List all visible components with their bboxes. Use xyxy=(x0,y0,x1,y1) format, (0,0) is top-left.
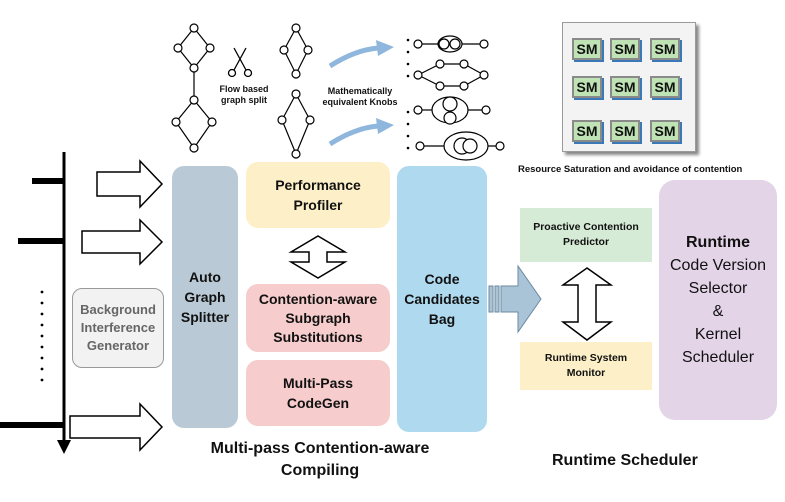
knob-curved-arrow xyxy=(328,45,379,69)
runtime-line: Kernel xyxy=(694,326,742,343)
profiler-line: Performance xyxy=(275,177,361,193)
sm-chip: SM xyxy=(572,76,602,98)
profiler-contention-double-arrow xyxy=(288,235,348,279)
code-to-runtime-arrow xyxy=(488,264,542,334)
runtime-scheduler-caption: Runtime Scheduler xyxy=(552,452,698,469)
sm-chip: SM xyxy=(650,76,680,98)
runtime-code-version-selector: Runtime Code Version Selector & Kernel S… xyxy=(659,180,777,420)
contention-line: Substitutions xyxy=(273,328,363,345)
flow-split-line: Flow based xyxy=(219,84,269,94)
variant-graph-icon xyxy=(413,96,491,125)
input-arrow xyxy=(69,402,164,452)
flow-split-annotation: Flow based graph split xyxy=(208,84,280,106)
predictor-line: Proactive Contention xyxy=(533,221,639,233)
runtime-line: Scheduler xyxy=(681,349,755,366)
multipass-line: CodeGen xyxy=(286,395,350,411)
performance-profiler: Performance Profiler xyxy=(246,162,390,228)
variant-graph-icon xyxy=(413,35,489,53)
knob-curved-arrow-head xyxy=(376,40,394,56)
contention-line: Subgraph xyxy=(285,309,351,326)
background-interference-generator: Background Interference Generator xyxy=(72,288,164,368)
auto-line: Graph xyxy=(184,289,226,305)
flow-split-line: graph split xyxy=(220,95,267,105)
proactive-contention-predictor: Proactive Contention Predictor xyxy=(520,208,652,262)
variant-graph-icon xyxy=(413,59,489,91)
contention-line: Contention-aware xyxy=(258,290,378,307)
compiling-caption: Multi-pass Contention-aware Compiling xyxy=(170,438,470,482)
profiler-line: Profiler xyxy=(293,197,343,213)
bg-line: Generator xyxy=(86,338,150,353)
compiling-line: Multi-pass Contention-aware xyxy=(210,440,430,457)
sm-chip: SM xyxy=(610,38,640,60)
input-arrow xyxy=(96,159,164,209)
code-line: Candidates xyxy=(404,291,480,307)
sm-chip: SM xyxy=(572,120,602,142)
variant-graph-icon xyxy=(415,131,505,161)
auto-line: Auto xyxy=(189,269,221,285)
sm-chip: SM xyxy=(650,38,680,60)
multipass-line: Multi-Pass xyxy=(282,375,353,391)
compiling-line: Compiling xyxy=(280,462,360,479)
knobs-annotation: Mathematically equivalent Knobs xyxy=(312,86,408,108)
knob-curved-arrow xyxy=(328,123,379,147)
split-graph-icon xyxy=(279,23,313,79)
sm-chip: SM xyxy=(610,76,640,98)
scissors-icon xyxy=(227,47,253,78)
runtime-title: Runtime xyxy=(686,234,750,251)
resource-annotation: Resource Saturation and avoidance of con… xyxy=(518,164,743,175)
code-candidates-bag: Code Candidates Bag xyxy=(397,166,487,432)
runtime-line: Selector xyxy=(688,280,748,297)
bg-line: Background xyxy=(80,302,156,317)
runtime-system-monitor: Runtime System Monitor xyxy=(520,342,652,390)
sm-chip: SM xyxy=(572,38,602,60)
monitor-line: Monitor xyxy=(566,367,606,379)
code-line: Code xyxy=(424,271,460,287)
predictor-monitor-double-arrow xyxy=(560,267,614,341)
code-line: Bag xyxy=(428,311,456,327)
timeline-arrowhead xyxy=(57,440,71,454)
variant-dots xyxy=(406,38,410,150)
original-graph-icon xyxy=(171,23,217,153)
monitor-line: Runtime System xyxy=(544,352,628,364)
sm-chip: SM xyxy=(650,120,680,142)
auto-graph-splitter: Auto Graph Splitter xyxy=(172,166,238,428)
contention-aware-subgraph-substitutions: Contention-aware Subgraph Substitutions xyxy=(246,284,390,352)
predictor-line: Predictor xyxy=(562,236,610,248)
runtime-line: Code Version xyxy=(669,257,767,274)
multi-pass-codegen: Multi-Pass CodeGen xyxy=(246,360,390,426)
knobs-line: Mathematically xyxy=(327,86,393,96)
sm-chip: SM xyxy=(610,120,640,142)
input-arrow xyxy=(81,218,164,266)
knob-curved-arrow-head xyxy=(376,118,394,134)
runtime-line: & xyxy=(712,303,724,320)
knobs-line: equivalent Knobs xyxy=(322,97,398,107)
timeline-dots xyxy=(40,290,44,382)
auto-line: Splitter xyxy=(180,309,230,325)
bg-line: Interference xyxy=(80,320,156,335)
split-graph-icon xyxy=(277,89,315,159)
